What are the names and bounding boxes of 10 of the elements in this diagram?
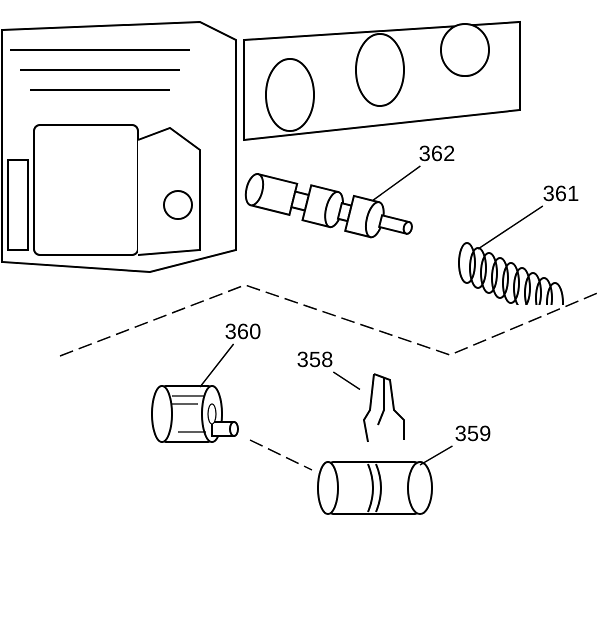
callout-number: 358 [292, 348, 338, 372]
callout-number: 360 [220, 320, 266, 344]
leader-line [478, 205, 544, 250]
leader-line [372, 165, 421, 202]
callout-number: 361 [538, 182, 584, 206]
callout-number: 362 [414, 142, 460, 166]
callout-number: 359 [450, 422, 496, 446]
leader-line [332, 371, 360, 390]
leader-line [199, 344, 234, 388]
leader-line [420, 445, 453, 466]
